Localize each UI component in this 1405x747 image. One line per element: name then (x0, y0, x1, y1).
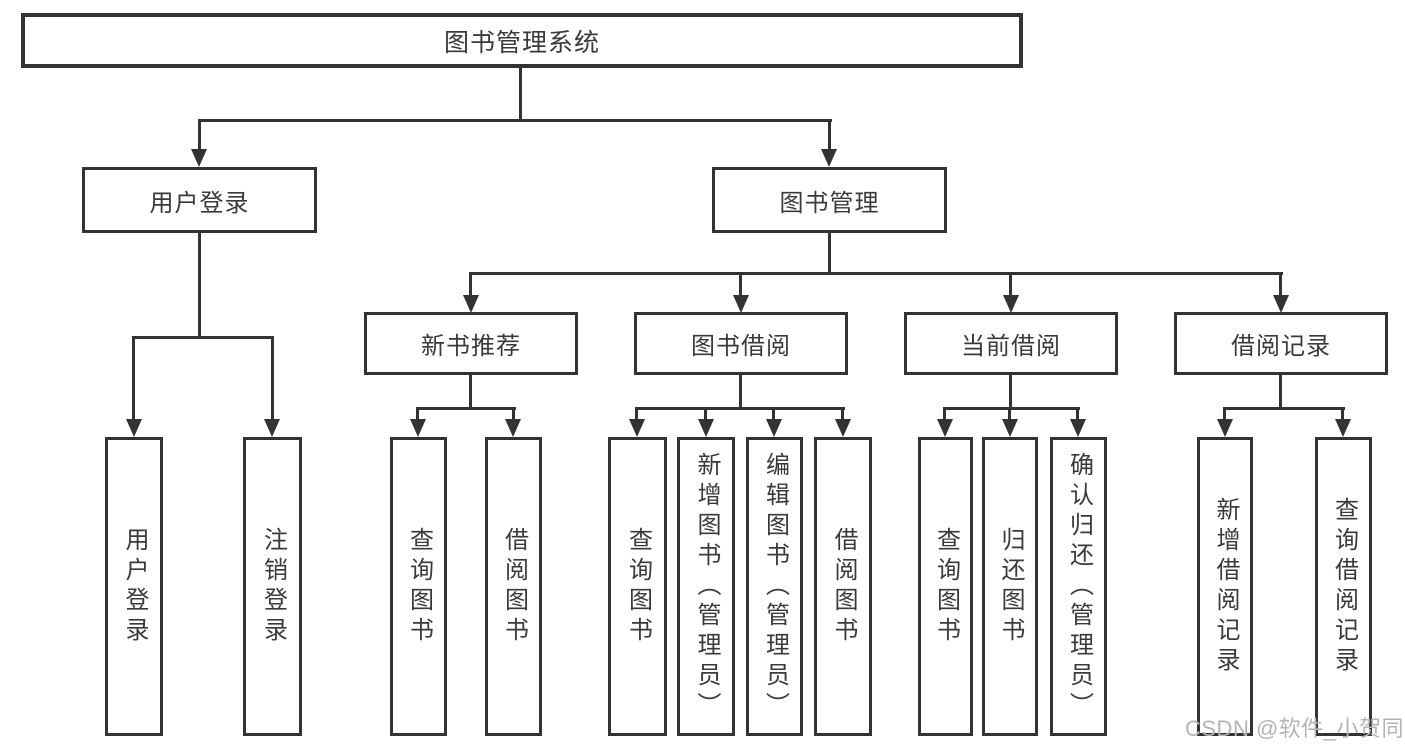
arrow-head-bb-edit-icon (766, 419, 782, 437)
node-current-borrowing: 当前借阅 (904, 312, 1118, 375)
node-new-book-recommend: 新书推荐 (364, 312, 578, 375)
connector-bb-query-stem (635, 407, 638, 420)
leaf-edit-books-admin-label: 编辑图书（管理员） (761, 451, 789, 722)
connector-bb-edit-stem (772, 407, 775, 420)
connector-current-hline (943, 407, 1080, 410)
leaf-confirm-return-admin: 确认归还（管理员） (1050, 437, 1107, 736)
connector-current-stem (1009, 272, 1012, 295)
arrow-head-newbook-icon (463, 295, 479, 313)
connector-leaf-login-stem (132, 336, 135, 419)
connector-records-stub (1279, 375, 1282, 408)
connector-login-stub (198, 233, 201, 337)
arrow-head-bb-query-icon (629, 419, 645, 437)
leaf-borrow-books-newbook-label: 借阅图书 (500, 526, 528, 647)
leaf-confirm-return-admin-label: 确认归还（管理员） (1065, 451, 1093, 722)
arrow-head-leaf-login-icon (126, 419, 142, 437)
leaf-user-login: 用户登录 (105, 437, 163, 736)
leaf-edit-books-admin: 编辑图书（管理员） (746, 437, 803, 736)
connector-mgmt-stub (828, 233, 831, 273)
leaf-return-books: 归还图书 (982, 437, 1038, 736)
leaf-user-login-label: 用户登录 (121, 526, 148, 647)
connector-root-stub (519, 68, 522, 120)
leaf-query-books-newbook: 查询图书 (390, 437, 447, 736)
connector-newbook-stub (469, 375, 472, 408)
connector-bb-add-stem (704, 407, 707, 420)
arrow-head-leaf-logout-icon (264, 419, 280, 437)
connector-newbook-hline (416, 407, 516, 410)
arrow-head-current-icon (1003, 295, 1019, 313)
connector-user-login-stem (198, 119, 201, 151)
leaf-query-books-current: 查询图书 (918, 437, 973, 736)
connector-newbook-stem (469, 272, 472, 295)
arrow-head-cb-return-icon (1002, 419, 1018, 437)
leaf-query-borrow-record: 查询借阅记录 (1315, 437, 1372, 736)
arrow-head-borrow-icon (733, 295, 749, 313)
connector-cb-query-stem (943, 407, 946, 420)
leaf-add-books-admin: 新增图书（管理员） (677, 437, 735, 736)
connector-borrow-stub (739, 375, 742, 408)
connector-login-hline (132, 336, 274, 339)
connector-leaf-logout-stem (271, 336, 274, 419)
arrow-head-book-mgmt-icon (821, 149, 837, 167)
node-library-management-system: 图书管理系统 (21, 13, 1023, 68)
leaf-query-books-newbook-label: 查询图书 (405, 526, 433, 647)
leaf-query-books-current-label: 查询图书 (932, 526, 960, 647)
connector-cb-return-stem (1008, 407, 1011, 420)
leaf-add-borrow-record-label: 新增借阅记录 (1212, 496, 1239, 677)
connector-br-query-stem (1341, 407, 1344, 420)
connector-book-mgmt-stem (828, 119, 831, 151)
arrow-head-br-query-icon (1335, 419, 1351, 437)
leaf-query-books-borrow-label: 查询图书 (624, 526, 652, 647)
csdn-watermark: CSDN @软件_小贺同学 (1185, 716, 1405, 741)
connector-bb-borrow-stem (841, 407, 844, 420)
leaf-borrow-books-borrow: 借阅图书 (814, 437, 872, 736)
connector-nb-borrow-stem (512, 407, 515, 420)
connector-level3-hline (469, 272, 1283, 275)
leaf-query-borrow-record-label: 查询借阅记录 (1330, 496, 1358, 677)
connector-level1-hline (198, 119, 832, 122)
leaf-logout-label: 注销登录 (259, 526, 287, 647)
connector-borrow-stem (739, 272, 742, 295)
arrow-head-nb-query-icon (410, 419, 426, 437)
leaf-return-books-label: 归还图书 (997, 526, 1024, 647)
arrow-head-nb-borrow-icon (505, 419, 521, 437)
arrow-head-cb-query-icon (937, 419, 953, 437)
arrow-head-records-icon (1273, 295, 1289, 313)
leaf-add-borrow-record: 新增借阅记录 (1197, 437, 1253, 736)
connector-current-stub (1009, 375, 1012, 408)
connector-nb-query-stem (416, 407, 419, 420)
connector-borrow-hline (635, 407, 845, 410)
leaf-query-books-borrow: 查询图书 (608, 437, 667, 736)
node-borrowing-records: 借阅记录 (1174, 312, 1388, 375)
connector-cb-confirm-stem (1076, 407, 1079, 420)
leaf-borrow-books-borrow-label: 借阅图书 (830, 526, 857, 647)
node-book-borrowing: 图书借阅 (634, 312, 848, 375)
arrow-head-user-login-icon (191, 149, 207, 167)
arrow-head-cb-confirm-icon (1070, 419, 1086, 437)
connector-records-hline (1223, 407, 1345, 410)
leaf-add-books-admin-label: 新增图书（管理员） (693, 451, 720, 722)
node-book-management: 图书管理 (712, 167, 947, 233)
connector-br-add-stem (1223, 407, 1226, 420)
arrow-head-br-add-icon (1217, 419, 1233, 437)
node-user-login: 用户登录 (82, 167, 317, 233)
connector-records-stem (1279, 272, 1282, 295)
leaf-logout: 注销登录 (243, 437, 302, 736)
arrow-head-bb-add-icon (698, 419, 714, 437)
arrow-head-bb-borrow-icon (835, 419, 851, 437)
leaf-borrow-books-newbook: 借阅图书 (485, 437, 542, 736)
